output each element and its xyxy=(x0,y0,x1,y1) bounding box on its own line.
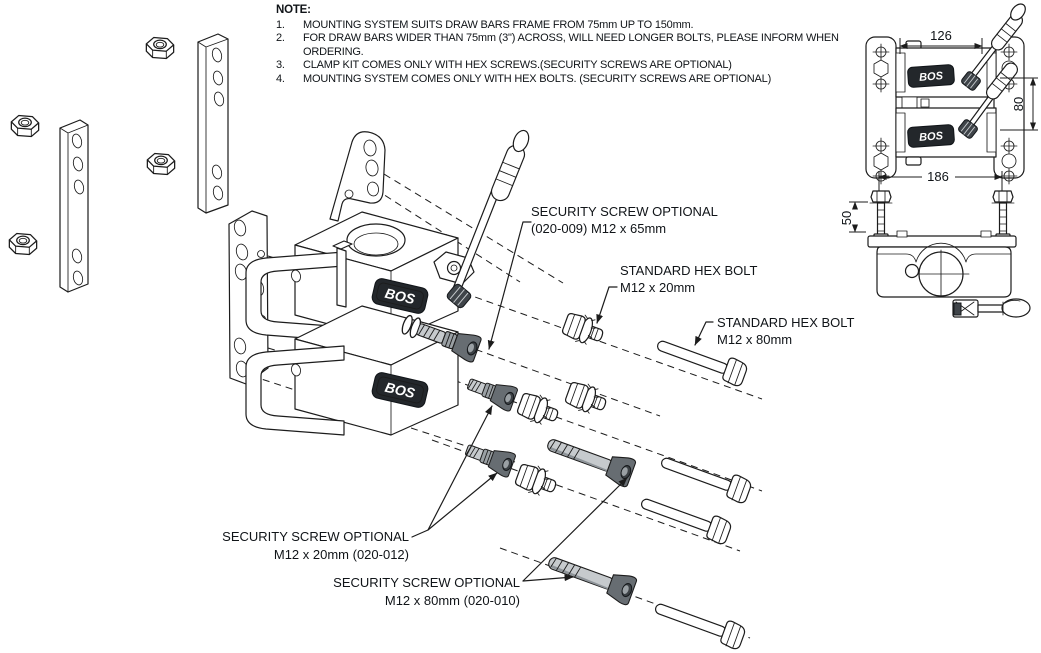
bos-logo-text: BOS xyxy=(383,379,417,402)
bos-badge: BOS xyxy=(907,124,955,148)
security-screw-80mm xyxy=(543,547,638,607)
callouts: SECURITY SCREW OPTIONAL (020-009) M12 x … xyxy=(222,204,854,608)
dim-value: 126 xyxy=(930,28,952,43)
hex-bolt-20mm xyxy=(562,378,611,419)
callout-text: M12 x 20mm xyxy=(620,280,695,295)
callout-text: SECURITY SCREW OPTIONAL xyxy=(333,575,520,590)
note-item-text: FOR DRAW BARS WIDER THAN 75mm (3") ACROS… xyxy=(303,32,839,58)
callout-text: STANDARD HEX BOLT xyxy=(717,315,855,330)
bos-badge: BOS xyxy=(371,278,429,314)
note-item-number: 3. xyxy=(276,59,285,71)
dim-value: 186 xyxy=(927,169,949,184)
note-item-number: 4. xyxy=(276,72,285,85)
callout-text: SECURITY SCREW OPTIONAL xyxy=(531,204,718,219)
hex-nut xyxy=(145,36,175,60)
hex-bolt-80mm xyxy=(637,489,734,546)
mounting-stud xyxy=(869,190,893,241)
top-view: 186 50 xyxy=(839,169,1031,318)
callout-hex-bolt-20: STANDARD HEX BOLT M12 x 20mm xyxy=(596,263,758,324)
clamp-handle-top xyxy=(952,298,1031,318)
hex-bolt-20mm xyxy=(512,460,561,501)
hex-bolt-80mm xyxy=(651,594,748,651)
handle-grip xyxy=(1001,298,1031,318)
mounting-bar xyxy=(197,33,229,214)
note-item: 3. CLAMP KIT COMES ONLY WITH HEX SCREWS.… xyxy=(276,59,851,73)
clamp-handle xyxy=(445,129,530,310)
bos-logo-text: BOS xyxy=(383,285,417,308)
callout-security-screw-65: SECURITY SCREW OPTIONAL (020-009) M12 x … xyxy=(487,204,718,350)
base-plate xyxy=(867,235,1017,248)
mounting-bar xyxy=(59,119,89,293)
note-block: NOTE: 1. MOUNTING SYSTEM SUITS DRAW BARS… xyxy=(276,4,851,86)
callout-security-screw-20: SECURITY SCREW OPTIONAL M12 x 20mm (020-… xyxy=(222,405,498,562)
hex-nut xyxy=(146,152,176,176)
mounting-stud xyxy=(991,190,1015,241)
bos-badge: BOS xyxy=(907,64,955,88)
security-screw-20mm xyxy=(464,371,519,413)
top-bracket xyxy=(329,131,386,222)
note-item-text: MOUNTING SYSTEM COMES ONLY WITH HEX BOLT… xyxy=(303,72,772,85)
dim-front-height: 80 xyxy=(1000,77,1038,131)
note-item-text: CLAMP KIT COMES ONLY WITH HEX SCREWS.(SE… xyxy=(303,59,732,71)
note-item: 1. MOUNTING SYSTEM SUITS DRAW BARS FRAME… xyxy=(276,19,851,33)
clamp-body-top xyxy=(876,242,1012,298)
note-item: 4. MOUNTING SYSTEM COMES ONLY WITH HEX B… xyxy=(276,73,851,87)
security-screw-80mm xyxy=(542,429,637,489)
handle-grip-tip xyxy=(512,129,530,153)
security-screw-20mm xyxy=(462,437,517,479)
note-item-number: 1. xyxy=(276,18,285,31)
callout-text: SECURITY SCREW OPTIONAL xyxy=(222,529,409,544)
left-hardware-group xyxy=(8,33,229,293)
dim-top-width: 186 xyxy=(878,169,1003,194)
callout-text: STANDARD HEX BOLT xyxy=(620,263,758,278)
clamp-handle xyxy=(956,59,1021,140)
bos-badge: BOS xyxy=(371,372,429,408)
dim-bolt-height: 50 xyxy=(839,201,868,233)
clamp-assembly: BOS BOS xyxy=(228,129,530,436)
callout-text: M12 x 80mm xyxy=(717,332,792,347)
callout-security-screw-80: SECURITY SCREW OPTIONAL M12 x 80mm (020-… xyxy=(333,477,628,608)
note-item: 2. FOR DRAW BARS WIDER THAN 75mm (3") AC… xyxy=(276,32,851,59)
hex-nut xyxy=(10,114,40,138)
callout-text: (020-009) M12 x 65mm xyxy=(531,221,666,236)
hex-bolt-20mm xyxy=(514,389,563,430)
hex-nut xyxy=(8,232,38,256)
clamp-handle xyxy=(959,3,1026,92)
bos-logo-text: BOS xyxy=(919,70,944,84)
front-view: BOS BOS xyxy=(865,3,1038,185)
callout-text: M12 x 20mm (020-012) xyxy=(274,547,409,562)
hex-bolt-80mm xyxy=(657,448,754,505)
note-title: NOTE: xyxy=(276,4,311,16)
callout-text: M12 x 80mm (020-010) xyxy=(385,593,520,608)
note-item-text: MOUNTING SYSTEM SUITS DRAW BARS FRAME FR… xyxy=(303,18,694,31)
clamp-stirrup xyxy=(245,345,345,436)
note-item-number: 2. xyxy=(276,32,285,44)
callout-hex-bolt-80: STANDARD HEX BOLT M12 x 80mm xyxy=(694,315,855,347)
dim-front-width: 126 xyxy=(899,28,983,54)
bos-logo-text: BOS xyxy=(919,130,944,144)
carriage-pin xyxy=(332,240,353,308)
dim-value: 80 xyxy=(1011,97,1026,111)
dim-value: 50 xyxy=(839,211,854,225)
handle-grip xyxy=(488,142,528,204)
